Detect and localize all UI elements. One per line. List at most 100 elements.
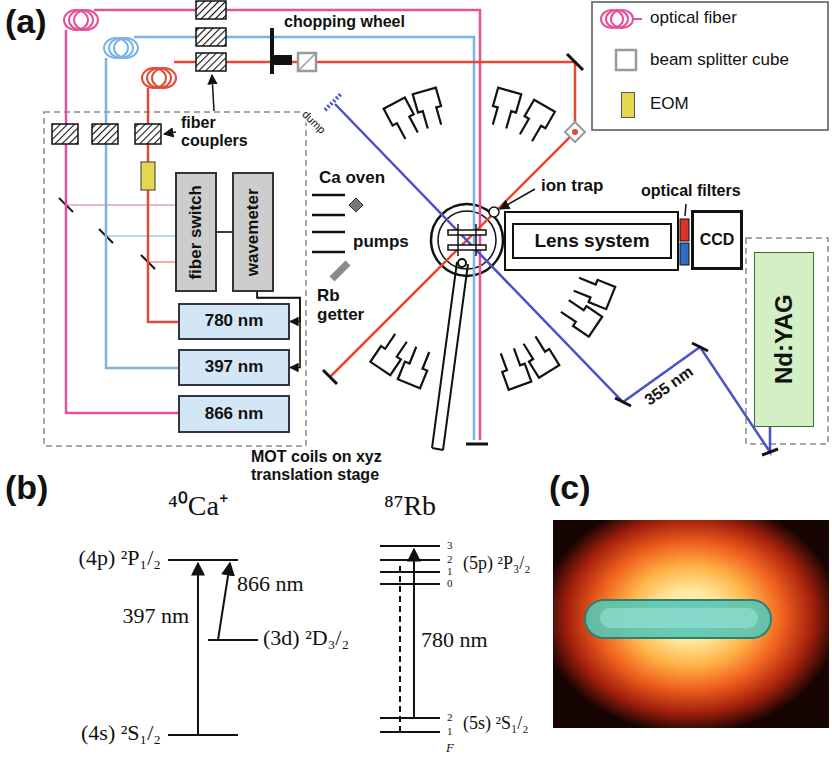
legend-fiber-icon [606,10,628,28]
leader-line [164,132,176,134]
laser-enclosure [44,112,306,446]
part-label: ion trap [540,176,604,195]
fiber-coupler [196,28,226,46]
leader-line [685,204,686,216]
species-label: ⁸⁷Rb [383,490,437,521]
mot-coil-arm [432,259,468,450]
fiber-coil [74,10,98,30]
energy-levels [218,563,230,640]
mot-coil-arm [432,262,468,450]
wavelength-label: 780 nm [420,628,489,653]
part-label: Rb getter [316,286,376,324]
pickoff-beams [148,261,175,263]
optical-filter [680,219,689,241]
legend-fiber-icon [611,10,633,28]
fiber-coil [147,68,171,88]
laser-box: 780 nm [178,303,290,340]
part-label: pumps [352,232,410,251]
leader-line [500,189,535,209]
rb-getter [332,263,348,279]
laser-box: 397 nm [178,349,290,386]
mirror [615,398,631,406]
fluorescence-image [540,498,832,734]
ca-oven [312,195,345,215]
beam-splitter [572,129,578,135]
node-text: fiber switch [187,185,206,279]
vacuum-flange [516,100,555,144]
fiber-coil [69,10,93,30]
beam-splitter [298,53,316,71]
chopping-wheel [270,28,274,74]
beam-splitter [298,53,316,71]
hyperfine-number: 1 [446,565,454,577]
eom-symbol [141,162,155,190]
node-text: 866 nm [205,405,264,424]
energy-levels [380,717,440,719]
vacuum-flange [496,347,531,390]
legend-text: EOM [650,94,689,113]
vacuum-flange [488,88,521,130]
trap-electrodes [448,230,486,235]
legend-entry: EOM [650,94,689,114]
energy-levels [168,559,238,561]
legend-fiber-icon [601,10,642,28]
hyperfine-number: 1 [446,725,454,737]
leader-line [212,75,214,111]
trap-electrodes [489,207,499,217]
energy-levels [168,734,238,736]
vacuum-flange [572,273,615,309]
fiber-coil [64,10,98,30]
energy-levels [197,563,199,735]
wavelength-label: 397 nm [121,604,190,629]
mirror [762,449,778,455]
fiber-coil [109,38,133,58]
beam-splitter [565,122,585,142]
part-label: dump [299,107,329,137]
optical-filter [680,243,689,265]
pickoff-beams [106,235,175,237]
legend-splitter-icon [616,50,636,70]
fiber-coil [152,68,176,88]
panel-letter: (b) [4,468,49,506]
hyperfine-number: 0 [446,577,454,589]
legend-text: optical fiber [650,8,737,27]
fiber-coil [142,68,176,88]
fluorescence-image [553,520,829,728]
beam-splitter [298,53,585,142]
energy-levels [208,639,258,641]
laser-beams [148,88,178,322]
level-label: (5p) ²P₃/₂ [462,553,531,573]
fluorescence-image [585,600,771,638]
energy-levels [380,731,440,733]
fiber-coil [104,38,138,58]
legend-text: beam splitter cube [650,50,789,69]
panel-letter: (a) [4,2,48,40]
trap-electrodes [448,207,499,256]
instrument-box: wavemeter [232,172,274,292]
part-label: Ca oven [318,168,386,187]
chopping-wheel [274,55,292,65]
node-text: Lens system [534,231,649,252]
level-label: (5s) ²S₁/₂ [462,713,529,733]
part-label: MOT coils on xyz translation stage [250,448,424,484]
level-label: (4s) ²S₁/₂ [80,721,162,746]
fiber-coupler [135,124,161,144]
vacuum-flange [413,88,446,130]
part-label: fiber couplers [180,114,266,150]
laser-beams [174,62,575,377]
vacuum-flange [370,331,411,375]
pump-port [312,232,345,252]
fiber-coil [114,38,138,58]
hyperfine-number: 3 [446,539,454,551]
node-text: wavemeter [244,188,263,276]
ca-oven [312,195,363,215]
wavelength-label: 355 nm [641,362,698,410]
instrument-box: fiber switch [175,172,217,292]
fiber-coupler [196,1,226,19]
part-label: optical filters [640,182,742,200]
panel-letter: (c) [548,468,592,506]
energy-levels [380,583,440,585]
vacuum-flange [558,296,602,337]
